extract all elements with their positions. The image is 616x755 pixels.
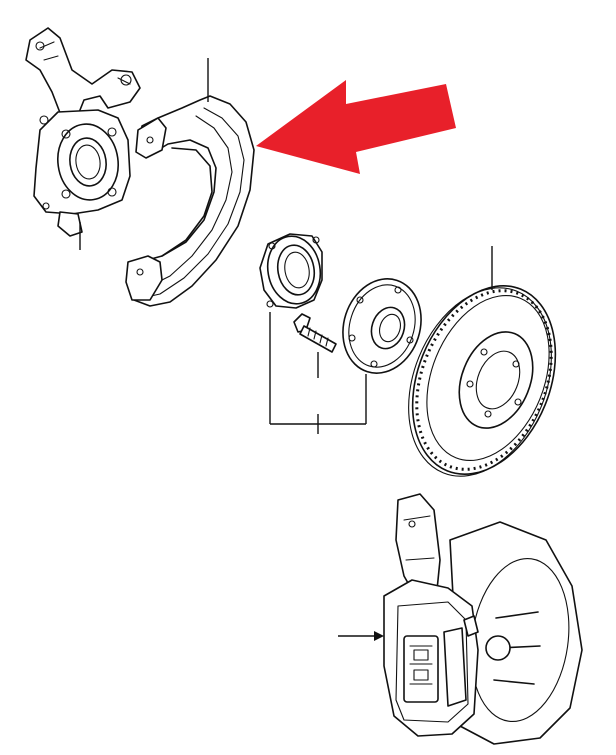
wheel-hub-icon [342, 278, 422, 424]
dust-shield-icon [125, 58, 255, 307]
brake-rotor-icon [408, 246, 557, 477]
hub-bolt-icon [293, 313, 337, 378]
red-arrow-icon [256, 80, 456, 174]
brake-caliper-icon [338, 493, 583, 745]
steering-knuckle-icon [25, 27, 141, 250]
assembly-bracket [270, 414, 366, 434]
wheel-bearing-icon [259, 233, 323, 424]
